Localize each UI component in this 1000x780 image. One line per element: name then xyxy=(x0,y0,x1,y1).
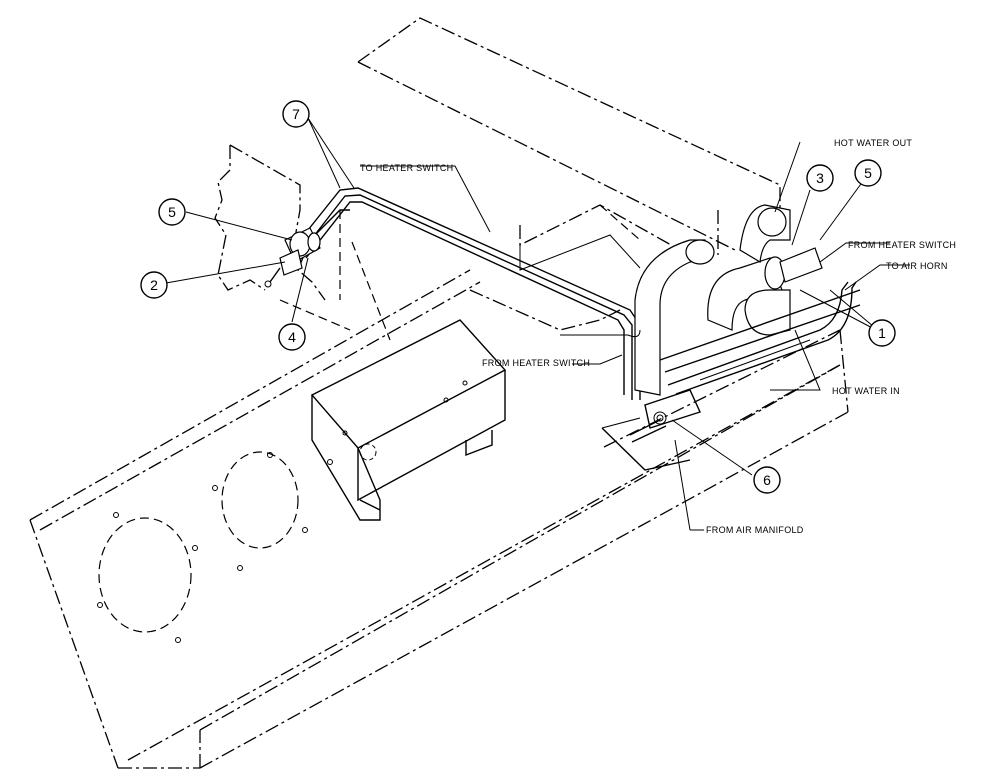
callouts: 7 5 2 4 3 5 1 6 xyxy=(140,100,896,494)
label-from-air-manifold: FROM AIR MANIFOLD xyxy=(706,525,804,535)
air-lines xyxy=(291,187,641,400)
leader-lines xyxy=(165,117,910,531)
circular-openings xyxy=(97,451,308,643)
callout-2-number: 2 xyxy=(150,277,158,293)
label-from-heater-switch-right: FROM HEATER SWITCH xyxy=(848,240,956,250)
mounting-box xyxy=(310,319,507,521)
callout-4-number: 4 xyxy=(288,329,296,345)
callout-3: 3 xyxy=(806,164,834,192)
label-from-heater-switch-center: FROM HEATER SWITCH xyxy=(482,358,590,368)
callout-7: 7 xyxy=(282,100,310,128)
label-hot-water-in: HOT WATER IN xyxy=(832,386,900,396)
callout-6: 6 xyxy=(753,466,781,494)
labels: TO HEATER SWITCH HOT WATER OUT FROM HEAT… xyxy=(360,138,956,535)
label-hot-water-out: HOT WATER OUT xyxy=(834,138,912,148)
callout-1-number: 1 xyxy=(878,325,886,341)
label-to-heater-switch: TO HEATER SWITCH xyxy=(360,163,453,173)
callout-6-number: 6 xyxy=(763,472,771,488)
callout-5-left: 5 xyxy=(158,198,186,226)
base-panel xyxy=(29,269,849,769)
heater-core xyxy=(601,204,861,471)
callout-2: 2 xyxy=(140,271,168,299)
callout-5-right-number: 5 xyxy=(864,165,872,181)
callout-7-number: 7 xyxy=(292,106,300,122)
callout-5-left-number: 5 xyxy=(168,204,176,220)
left-valve-assembly xyxy=(264,227,321,288)
callout-4: 4 xyxy=(278,323,306,351)
callout-5-right: 5 xyxy=(854,159,882,187)
background-sheet xyxy=(357,17,781,255)
label-to-air-horn: TO AIR HORN xyxy=(886,261,948,271)
callout-3-number: 3 xyxy=(816,170,824,186)
centre-component xyxy=(469,204,681,331)
callout-1: 1 xyxy=(868,319,896,347)
